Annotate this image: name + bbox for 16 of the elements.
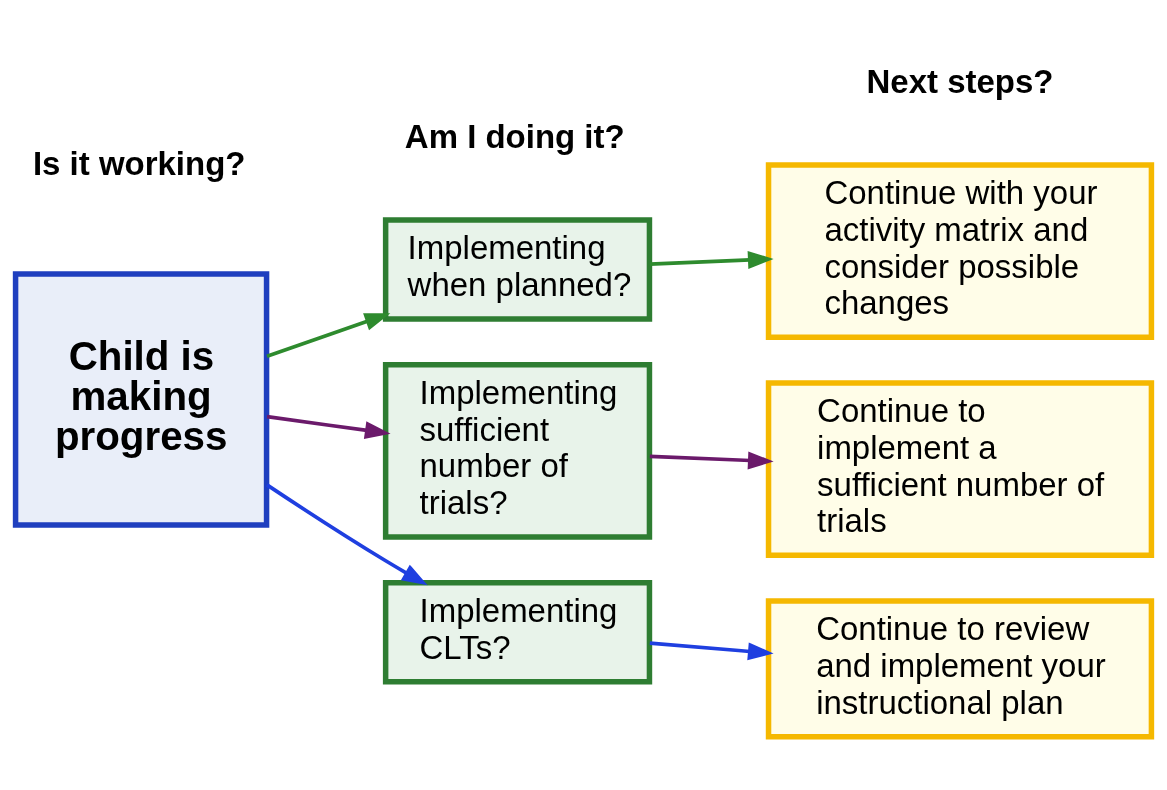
node-box: Continue with your activity matrix and consider possible changes [765, 162, 1155, 341]
label: Is it working? [32, 144, 246, 182]
arrow [649, 250, 774, 269]
node-box: Implementing sufficient number of trials? [382, 362, 653, 540]
node-box: Continue to implement a sufficient number of trials [765, 380, 1155, 559]
node-box: Implementing when planned? [382, 217, 653, 322]
node-box: Child is making progress [12, 271, 270, 528]
arrow [265, 483, 428, 586]
arrow [266, 313, 391, 358]
arrow [649, 641, 774, 661]
node-box: Implementing CLTs? [382, 580, 653, 685]
node-box: Continue to review and implement your instructional plan [765, 598, 1155, 740]
arrow [266, 414, 391, 440]
label: Am I doing it? [404, 117, 625, 155]
label: Next steps? [866, 62, 1054, 100]
arrow [649, 451, 774, 470]
